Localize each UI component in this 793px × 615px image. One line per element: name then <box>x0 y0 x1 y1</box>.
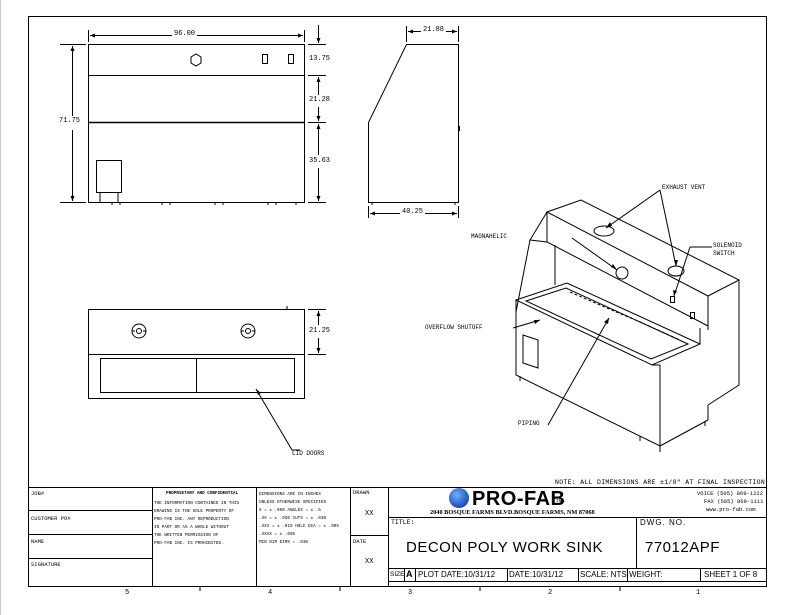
scale-field: SCALE: NTS <box>580 570 627 579</box>
dim-front-section-3: 35.63 <box>309 157 331 165</box>
dim-side-top: 21.88 <box>421 26 447 34</box>
label-lid-doors: LID DOORS <box>292 450 325 457</box>
date-label: DATE <box>353 538 367 545</box>
customer-po-label: CUSTOMER PO# <box>31 515 71 522</box>
zone-number: 2 <box>548 589 553 597</box>
tolerance-line: .XXX = ± .010 HOLE DIA = ± .005 <box>259 524 339 529</box>
label-piping: PIPING <box>518 420 540 427</box>
label-overflow-shutoff: OVERFLOW SHUTOFF <box>425 324 483 331</box>
company-name: PRO-FAB <box>472 488 566 510</box>
zone-number: 1 <box>696 589 701 597</box>
zone-number: 5 <box>125 589 130 597</box>
date-value: XX <box>365 558 374 566</box>
name-label: NAME <box>31 538 45 545</box>
label-solenoid-switch: SOLENOID SWITCH <box>713 242 742 257</box>
dwg-number: 77012APF <box>645 539 720 556</box>
company-voice: VOICE (505) 869-1222 <box>697 490 764 497</box>
dim-front-width: 96.00 <box>172 30 198 38</box>
zone-number: 4 <box>268 589 273 597</box>
weight-field: WEIGHT: <box>629 570 663 579</box>
tolerance-line: X = ± .060 ANGLES = ± .5 <box>259 508 321 513</box>
proprietary-line: DRAWING IS THE SOLE PROPERTY OF <box>154 509 234 514</box>
dim-side-base: 40.25 <box>400 208 426 216</box>
signature-label: SIGNATURE <box>31 561 61 568</box>
dim-front-height: 71.75 <box>59 117 81 125</box>
dim-front-section-2: 21.28 <box>309 96 331 104</box>
drawing-title: DECON POLY WORK SINK <box>406 539 603 556</box>
tolerance-line: MIN DIM DIMS = .030 <box>259 540 308 545</box>
title-label: TITLE: <box>391 519 415 526</box>
drawn-label: DRAWN <box>353 489 370 496</box>
pro-fab-logo-icon <box>449 488 469 508</box>
date-field: DATE:10/31/12 <box>509 570 564 579</box>
proprietary-line: THE WRITTEN PERMISSION OF <box>154 533 219 538</box>
zone-number: 3 <box>408 589 413 597</box>
dwg-no-label: DWG. NO. <box>640 518 687 527</box>
plot-date: PLOT DATE:10/31/12 <box>418 570 496 579</box>
label-exhaust-vent: EXHAUST VENT <box>662 184 706 191</box>
drawn-value: XX <box>365 510 374 518</box>
job-label: JOB# <box>31 490 45 497</box>
proprietary-title: PROPRIETARY AND CONFIDENTIAL <box>166 491 239 496</box>
proprietary-line: PRO-FAB INC. ANY REPRODUCTION <box>154 517 229 522</box>
tolerance-line: .XX = ± .030 CUTS = ± .030 <box>259 516 327 521</box>
proprietary-line: IN PART OR AS A WHOLE WITHOUT <box>154 525 229 530</box>
tolerance-line: UNLESS OTHERWISE SPECIFIED <box>259 500 327 505</box>
label-magnahelic: MAGNAHELIC <box>471 233 508 240</box>
company-web: www.pro-fab.com <box>706 506 756 513</box>
dim-front-section-1: 13.75 <box>309 55 331 63</box>
size-label: SIZE <box>390 571 405 578</box>
company-address: 2040 BOSQUE FARMS BLVD.BOSQUE FARMS, NM … <box>430 509 595 516</box>
dim-top-height: 21.25 <box>309 327 331 335</box>
proprietary-line: PRO-FAB INC. IS PROHIBITED. <box>154 541 224 546</box>
proprietary-line: THE INFORMATION CONTAINED IN THIS <box>154 501 240 506</box>
tolerance-line: DIMENSIONS ARE IN INCHES <box>259 492 321 497</box>
size-value: A <box>406 569 413 579</box>
company-fax: FAX (505) 869-1111 <box>704 498 764 505</box>
inspection-note: NOTE: ALL DIMENSIONS ARE ±1/8" AT FINAL … <box>555 479 766 486</box>
tolerance-line: .XXXX = ± .005 <box>259 532 296 537</box>
company-suffix: INC. <box>556 499 567 504</box>
sheet-field: SHEET 1 OF 8 <box>704 570 758 579</box>
